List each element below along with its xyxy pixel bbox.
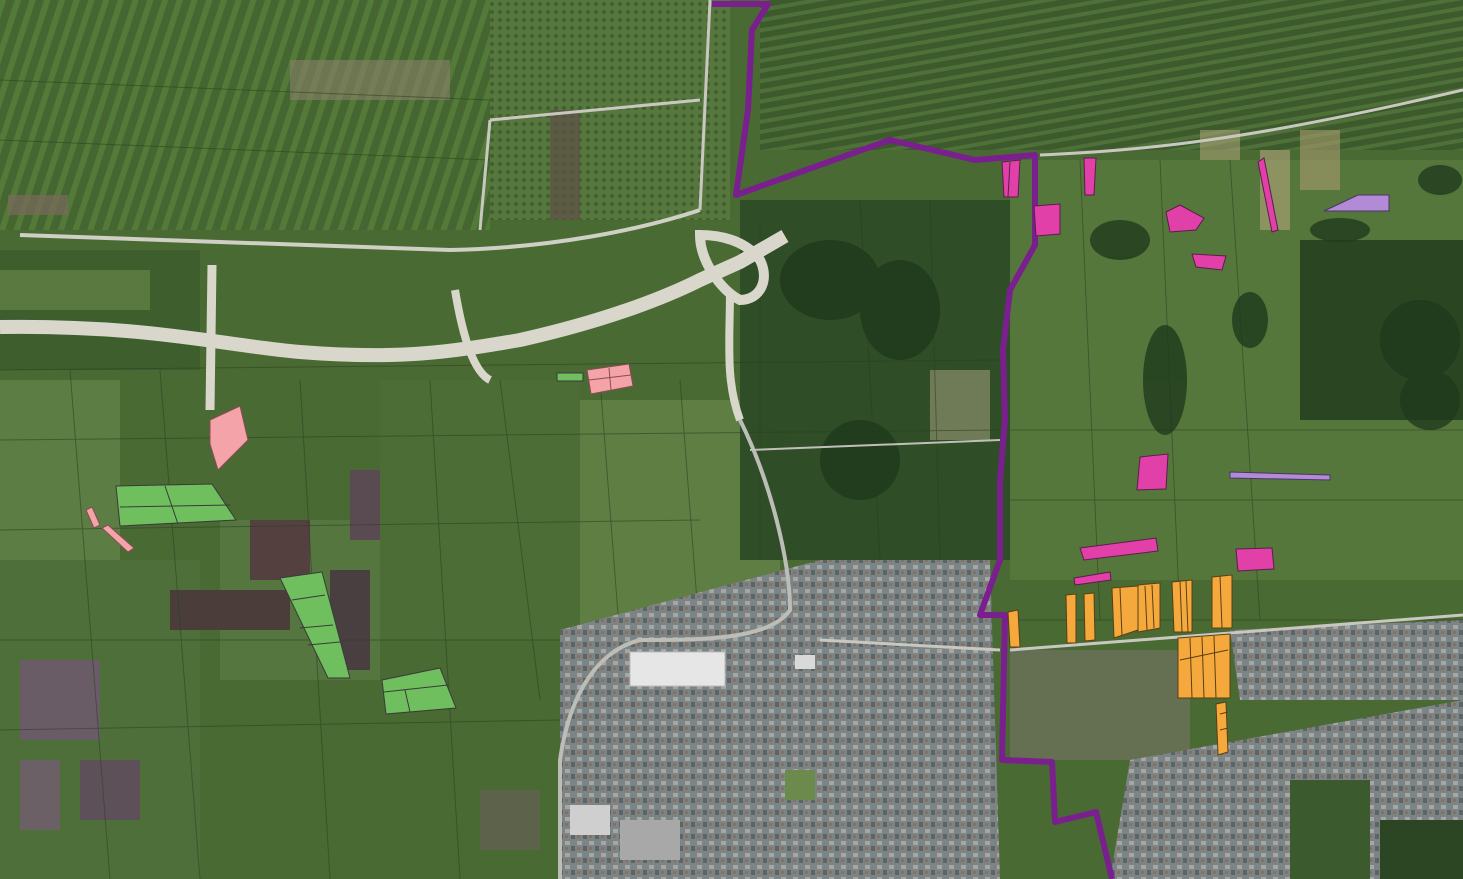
parcel-orange[interactable] xyxy=(1111,585,1139,639)
parcel-magenta[interactable] xyxy=(1079,537,1159,561)
parcel-green[interactable] xyxy=(115,483,237,527)
parcel-divider xyxy=(1119,575,1229,731)
parcel-group-orange[interactable] xyxy=(1007,574,1233,756)
parcel-divider xyxy=(291,594,341,646)
parcel-magenta[interactable] xyxy=(1033,203,1061,237)
parcel-group-magenta[interactable] xyxy=(1001,157,1279,586)
parcel-lavender[interactable] xyxy=(1323,194,1390,212)
parcel-divider xyxy=(588,367,632,391)
parcel-magenta[interactable] xyxy=(1073,571,1112,586)
parcel-green[interactable] xyxy=(556,372,584,382)
parcel-orange[interactable] xyxy=(1065,593,1077,644)
parcel-orange[interactable] xyxy=(1083,592,1096,642)
forest-patches xyxy=(780,165,1462,500)
parcel-group-green[interactable] xyxy=(115,372,584,715)
parcel-green[interactable] xyxy=(381,667,457,715)
parcel-orange[interactable] xyxy=(1215,701,1229,756)
parcel-divider xyxy=(119,485,231,525)
parcel-magenta[interactable] xyxy=(1165,204,1205,233)
parcel-pink[interactable] xyxy=(101,524,135,553)
parcel-magenta[interactable] xyxy=(1001,159,1021,198)
boundary-line xyxy=(712,1,1115,879)
parcel-pink[interactable] xyxy=(209,405,249,471)
motorway xyxy=(0,229,789,363)
parcel-magenta[interactable] xyxy=(1083,157,1097,196)
parcel-orange[interactable] xyxy=(1137,582,1161,633)
parcel-magenta[interactable] xyxy=(1191,253,1227,271)
parcel-orange[interactable] xyxy=(1007,609,1021,648)
parcel-pink[interactable] xyxy=(85,506,101,529)
parcel-lavender[interactable] xyxy=(1229,471,1331,481)
parcel-group-lavender[interactable] xyxy=(1229,194,1390,481)
parcel-orange[interactable] xyxy=(1211,574,1233,629)
parcel-magenta[interactable] xyxy=(1257,157,1279,233)
parcel-divider xyxy=(383,684,449,713)
warehouse-building xyxy=(629,651,726,687)
parcel-magenta[interactable] xyxy=(1235,547,1275,572)
parcel-group-pink[interactable] xyxy=(85,363,634,553)
parcel-divider xyxy=(1007,161,1011,198)
parcel-magenta[interactable] xyxy=(1136,453,1169,491)
